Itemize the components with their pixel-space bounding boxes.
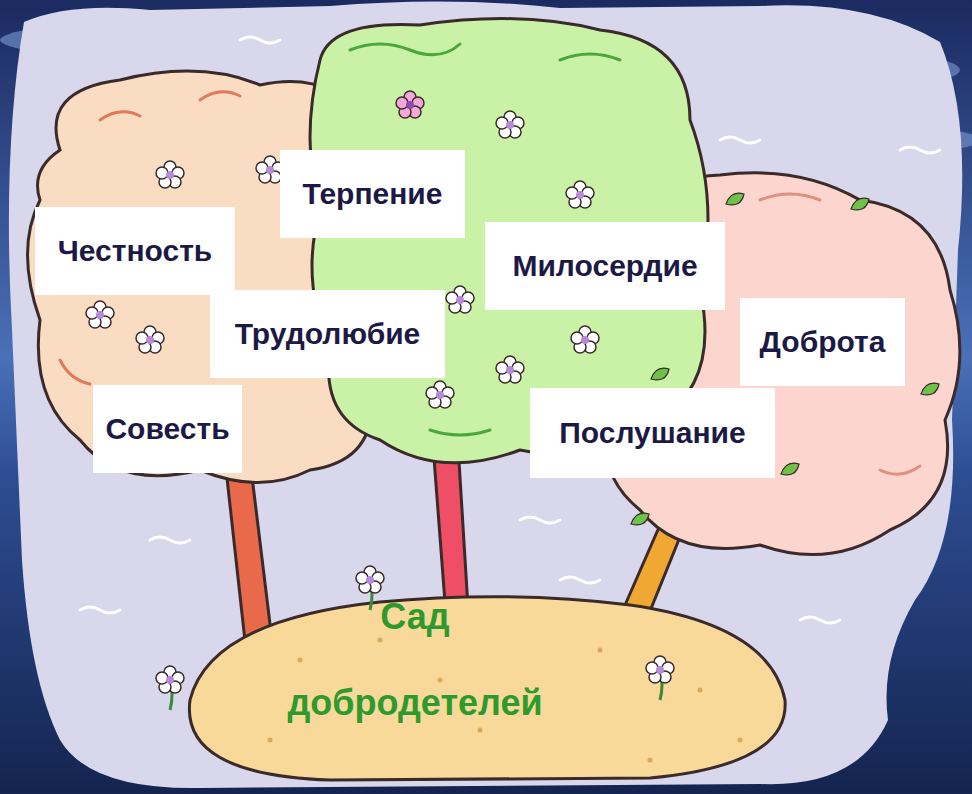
- virtue-label: Честность: [58, 233, 213, 269]
- sand-speck: [738, 738, 743, 743]
- garden-title-text: Сад добродетелей: [265, 574, 565, 746]
- tree-crowns: [28, 19, 960, 555]
- virtue-card: Трудолюбие: [210, 290, 445, 378]
- virtue-label: Милосердие: [512, 248, 697, 284]
- small-flower: [646, 656, 674, 683]
- sand-speck: [478, 728, 483, 733]
- virtue-label: Трудолюбие: [235, 316, 421, 352]
- virtue-card: Послушание: [530, 388, 775, 478]
- small-flower: [156, 666, 184, 693]
- virtue-card: Честность: [35, 207, 235, 295]
- crown-flowers: [86, 91, 939, 525]
- virtue-label: Совесть: [105, 411, 229, 447]
- sand-speck: [698, 688, 703, 693]
- virtue-card: Милосердие: [485, 222, 725, 310]
- virtue-card: Терпение: [280, 150, 465, 238]
- small-flower: [356, 566, 384, 593]
- sand-speck: [598, 648, 603, 653]
- virtue-card: Совесть: [93, 385, 242, 473]
- virtue-label: Доброта: [760, 324, 886, 360]
- sand-speck: [268, 738, 273, 743]
- sand-speck: [298, 658, 303, 663]
- lavender-backdrop: [9, 1, 962, 788]
- virtue-label: Послушание: [559, 415, 745, 451]
- sand-speck: [648, 758, 653, 763]
- virtue-label: Терпение: [303, 176, 443, 212]
- sand-speck: [378, 638, 383, 643]
- sand-speck: [438, 678, 443, 683]
- hill-node: Сад добродетелей: [180, 580, 790, 785]
- virtue-card: Доброта: [740, 298, 905, 386]
